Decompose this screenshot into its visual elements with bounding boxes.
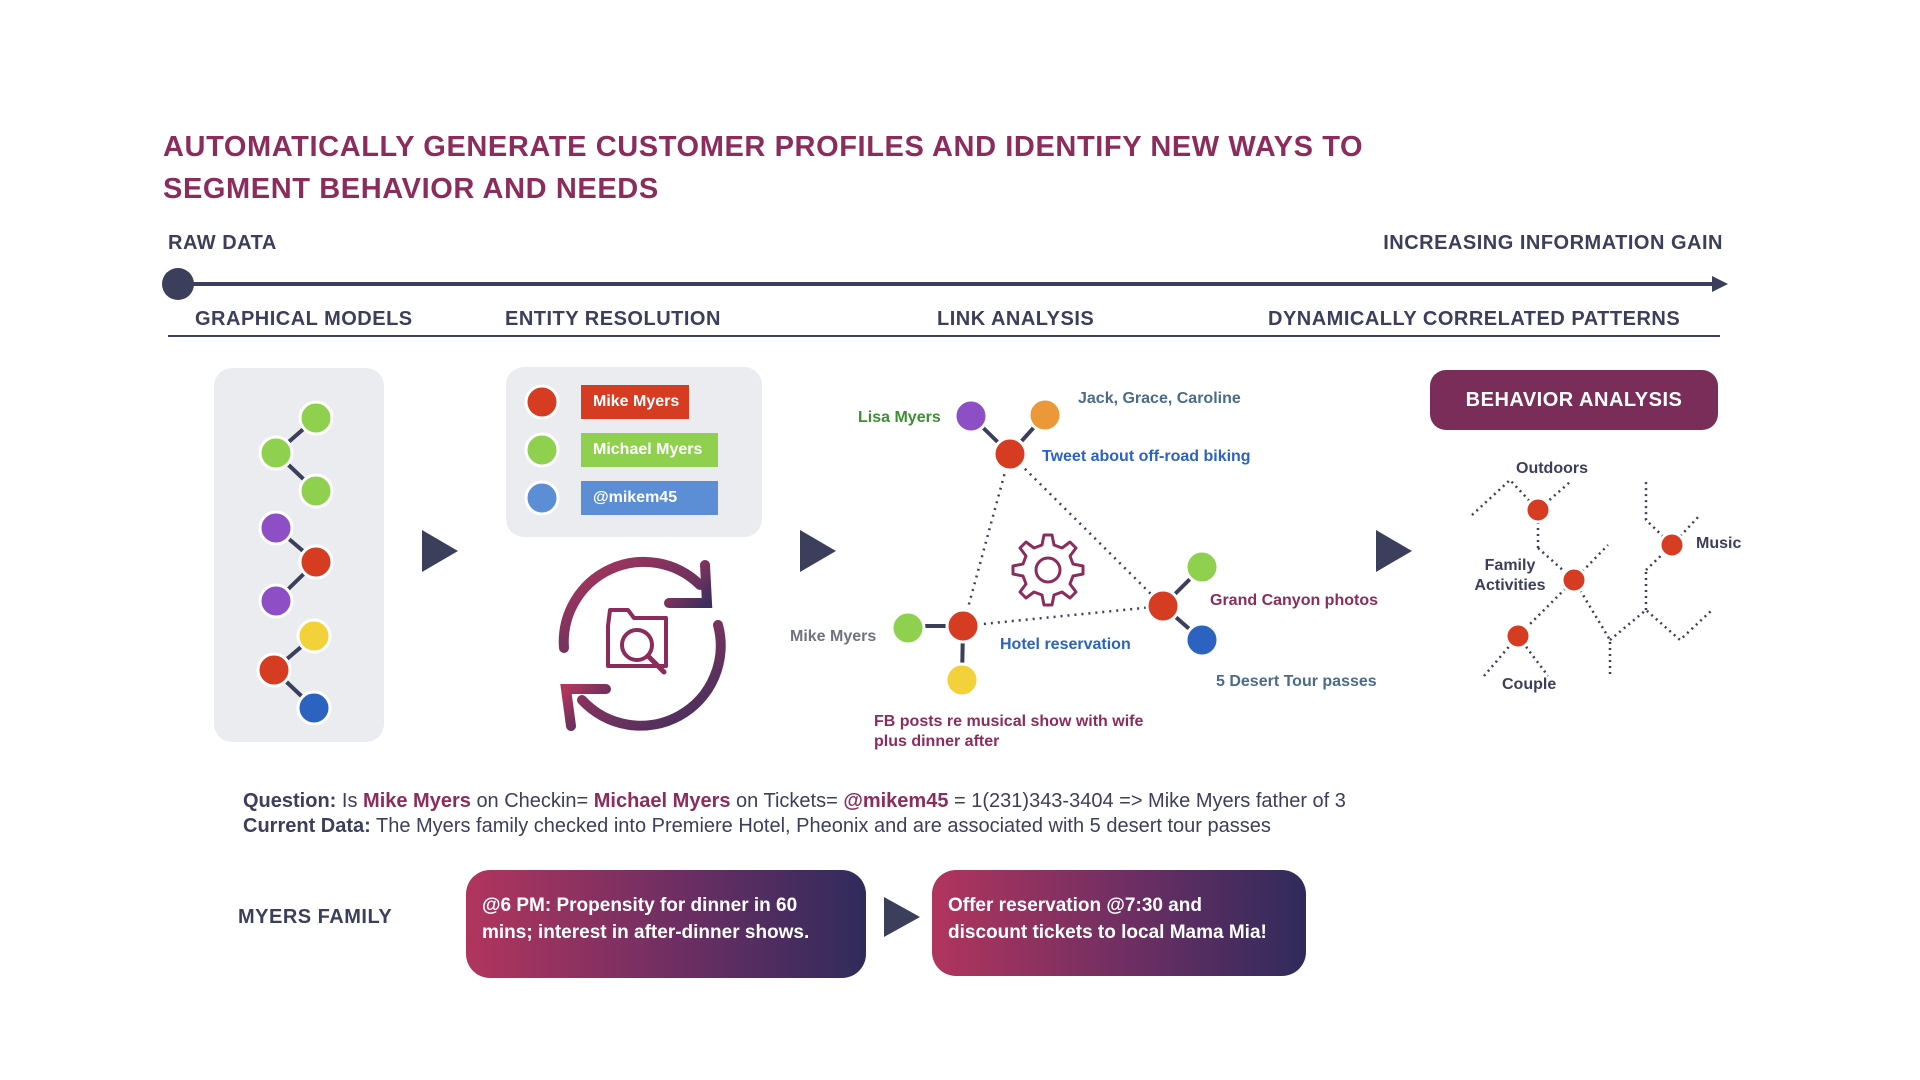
- timeline-start-dot: [162, 268, 194, 300]
- question-is: Is: [341, 790, 358, 812]
- gm-node-green-3: [298, 473, 334, 509]
- gm-node-purple-1: [258, 510, 294, 546]
- gm-node-red-2: [256, 652, 292, 688]
- gear-icon: [1011, 533, 1085, 607]
- flow-arrow-2: [800, 530, 836, 572]
- la-node-canyon: [1184, 549, 1220, 585]
- graphical-models-panel: [214, 368, 384, 742]
- question-name-3: @mikem45: [843, 790, 949, 812]
- propensity-card-line-1: @6 PM: Propensity for dinner in 60: [482, 895, 798, 916]
- la-node-lisa: [953, 398, 989, 434]
- question-label: Question:: [243, 790, 337, 812]
- la-label-grand-canyon: Grand Canyon photos: [1210, 592, 1378, 609]
- propensity-card: @6 PM: Propensity for dinner in 60 mins;…: [466, 870, 866, 978]
- ba-label-outdoors: Outdoors: [1516, 460, 1588, 477]
- page-title: AUTOMATICALLY GENERATE CUSTOMER PROFILES…: [163, 126, 1463, 210]
- offer-card-line-2: discount tickets to local Mama Mia!: [948, 922, 1267, 943]
- ba-node-outdoors: [1524, 496, 1552, 524]
- flow-arrow-3: [1376, 530, 1412, 572]
- la-label-desert: 5 Desert Tour passes: [1216, 673, 1377, 690]
- la-node-desert: [1184, 622, 1220, 658]
- stage-entity-resolution: ENTITY RESOLUTION: [505, 308, 721, 330]
- er-node-blue: [524, 480, 560, 516]
- question-name-2: Michael Myers: [593, 790, 731, 812]
- la-label-fb-line-1: FB posts re musical show with wife: [874, 713, 1144, 730]
- la-label-fb: FB posts re musical show with wife plus …: [874, 712, 1143, 752]
- page-title-line-2: SEGMENT BEHAVIOR AND NEEDS: [163, 173, 659, 205]
- ba-node-family: [1560, 566, 1588, 594]
- current-data-line: Current Data: The Myers family checked i…: [243, 815, 1271, 838]
- graphical-model-nodes: [256, 400, 334, 726]
- question-mid-1: on Checkin=: [476, 790, 589, 812]
- ba-node-couple: [1504, 622, 1532, 650]
- la-label-mike: Mike Myers: [790, 628, 877, 645]
- current-data-text: The Myers family checked into Premiere H…: [376, 815, 1271, 837]
- gm-node-blue-1: [296, 690, 332, 726]
- la-label-tweet: Tweet about off-road biking: [1042, 448, 1251, 465]
- question-tail: = 1(231)343-3404 => Mike Myers father of…: [954, 790, 1346, 812]
- information-gain-label: INCREASING INFORMATION GAIN: [1383, 232, 1723, 254]
- ba-node-music: [1658, 531, 1686, 559]
- er-tag-bg-red: [581, 385, 689, 419]
- gm-node-red-1: [298, 544, 334, 580]
- ba-label-family-line-1: Family: [1484, 557, 1536, 574]
- stage-dynamically-correlated-patterns: DYNAMICALLY CORRELATED PATTERNS: [1268, 308, 1681, 330]
- er-tag-bg-green: [581, 433, 718, 467]
- timeline-arrowhead: [1712, 276, 1728, 292]
- ba-label-music: Music: [1696, 535, 1742, 552]
- er-tag-mike-myers: Mike Myers: [593, 393, 680, 410]
- er-tag-bg-blue: [581, 481, 718, 515]
- er-node-green: [524, 432, 560, 468]
- la-node-canyon-hub: [1145, 588, 1181, 624]
- page-title-line-1: AUTOMATICALLY GENERATE CUSTOMER PROFILES…: [163, 131, 1364, 163]
- stage-link-analysis: LINK ANALYSIS: [937, 308, 1095, 330]
- question-name-1: Mike Myers: [363, 790, 471, 812]
- offer-card: Offer reservation @7:30 and discount tic…: [932, 870, 1306, 976]
- ba-label-family-line-2: Activities: [1474, 577, 1546, 594]
- er-node-red: [524, 384, 560, 420]
- raw-data-label: RAW DATA: [168, 232, 277, 254]
- er-tag-michael-myers: Michael Myers: [593, 441, 703, 458]
- la-label-jack: Jack, Grace, Caroline: [1078, 390, 1241, 407]
- er-tag-mikem45: @mikem45: [593, 489, 678, 506]
- flow-arrow-4: [884, 897, 920, 937]
- link-analysis-graph: [890, 397, 1220, 698]
- la-label-fb-line-2: plus dinner after: [874, 733, 1000, 750]
- la-node-tweet: [992, 436, 1028, 472]
- la-label-hotel: Hotel reservation: [1000, 636, 1131, 653]
- la-node-hotel: [945, 608, 981, 644]
- refresh-search-icon: [558, 556, 726, 731]
- gm-node-yellow-1: [296, 618, 332, 654]
- current-data-label: Current Data:: [243, 815, 371, 837]
- la-label-lisa: Lisa Myers: [858, 409, 941, 426]
- propensity-card-line-2: mins; interest in after-dinner shows.: [482, 922, 810, 943]
- ba-label-family: Family Activities: [1470, 556, 1550, 596]
- behavior-analysis-button[interactable]: BEHAVIOR ANALYSIS: [1430, 370, 1718, 430]
- question-line: Question: Is Mike Myers on Checkin= Mich…: [243, 790, 1346, 813]
- myers-family-label: MYERS FAMILY: [238, 906, 393, 928]
- offer-card-line-1: Offer reservation @7:30 and: [948, 895, 1203, 916]
- stage-graphical-models: GRAPHICAL MODELS: [195, 308, 413, 330]
- la-node-jack: [1027, 397, 1063, 433]
- ba-label-couple: Couple: [1502, 676, 1557, 693]
- gm-node-green-1: [298, 400, 334, 436]
- gm-node-purple-2: [258, 583, 294, 619]
- gm-node-green-2: [258, 435, 294, 471]
- la-node-fb: [944, 662, 980, 698]
- question-mid-2: on Tickets=: [736, 790, 838, 812]
- flow-arrow-1: [422, 530, 458, 572]
- la-node-mike: [890, 610, 926, 646]
